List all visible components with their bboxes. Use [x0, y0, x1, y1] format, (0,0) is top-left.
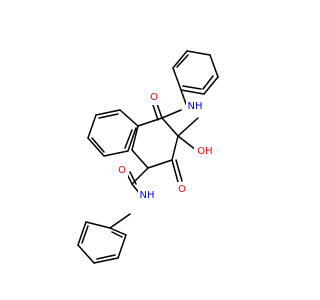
- bond: [77, 244, 95, 264]
- bond-methyl: [177, 117, 199, 137]
- bond: [109, 227, 127, 236]
- aromatic-double-bond: [111, 231, 123, 238]
- structure-svg: NH O OH O NH O: [77, 50, 219, 264]
- aromatic-double-bond: [91, 137, 105, 153]
- bond-c-n: [180, 89, 187, 105]
- bond: [109, 213, 131, 229]
- aromatic-double-bond: [96, 254, 116, 260]
- atom-nh-bottom: NH: [140, 190, 155, 201]
- bond: [161, 117, 179, 137]
- aromatic-double-bond: [124, 129, 133, 149]
- bottom-phenyl-ring: [77, 213, 131, 264]
- bond: [85, 221, 111, 229]
- bond: [119, 109, 139, 127]
- atom-nh-top: NH: [188, 101, 203, 112]
- bond: [87, 137, 105, 157]
- bond: [203, 76, 219, 95]
- bond-c-oh: [177, 135, 197, 151]
- top-phenyl-ring: [172, 50, 219, 95]
- bond: [127, 127, 137, 152]
- aromatic-double-bond: [182, 85, 202, 90]
- aromatic-double-bond: [98, 113, 119, 119]
- atom-labels: NH O OH O NH O: [116, 91, 214, 202]
- cyclohexane-ring: [131, 117, 179, 169]
- bond: [131, 149, 149, 169]
- bond: [131, 125, 139, 151]
- bond: [93, 257, 119, 264]
- bond: [171, 135, 179, 161]
- middle-phenyl-ring: [87, 109, 139, 157]
- bond: [209, 54, 219, 78]
- bond-c-n: [161, 109, 182, 119]
- bond-c-o: [171, 159, 179, 183]
- bond: [95, 109, 121, 116]
- aromatic-double-bond: [176, 54, 189, 68]
- atom-o-amide-bottom: O: [118, 165, 126, 176]
- aromatic-double-bond: [81, 225, 89, 244]
- bond: [117, 234, 127, 259]
- bond: [87, 114, 97, 139]
- bond-c-o-double: [129, 171, 137, 185]
- bond: [180, 89, 205, 95]
- bond: [186, 50, 211, 56]
- atom-o-ketone: O: [178, 184, 186, 195]
- atom-o-amide-top: O: [150, 92, 158, 103]
- molecule-diagram: NH O OH O NH O: [77, 50, 219, 264]
- bond: [172, 50, 188, 69]
- bond-c-o-double: [175, 159, 183, 182]
- bond: [147, 159, 173, 169]
- aromatic-double-bond: [202, 75, 214, 90]
- bond: [137, 117, 163, 127]
- bond: [77, 221, 87, 246]
- atom-oh: OH: [197, 146, 212, 157]
- bond: [172, 67, 182, 91]
- bond: [103, 150, 129, 157]
